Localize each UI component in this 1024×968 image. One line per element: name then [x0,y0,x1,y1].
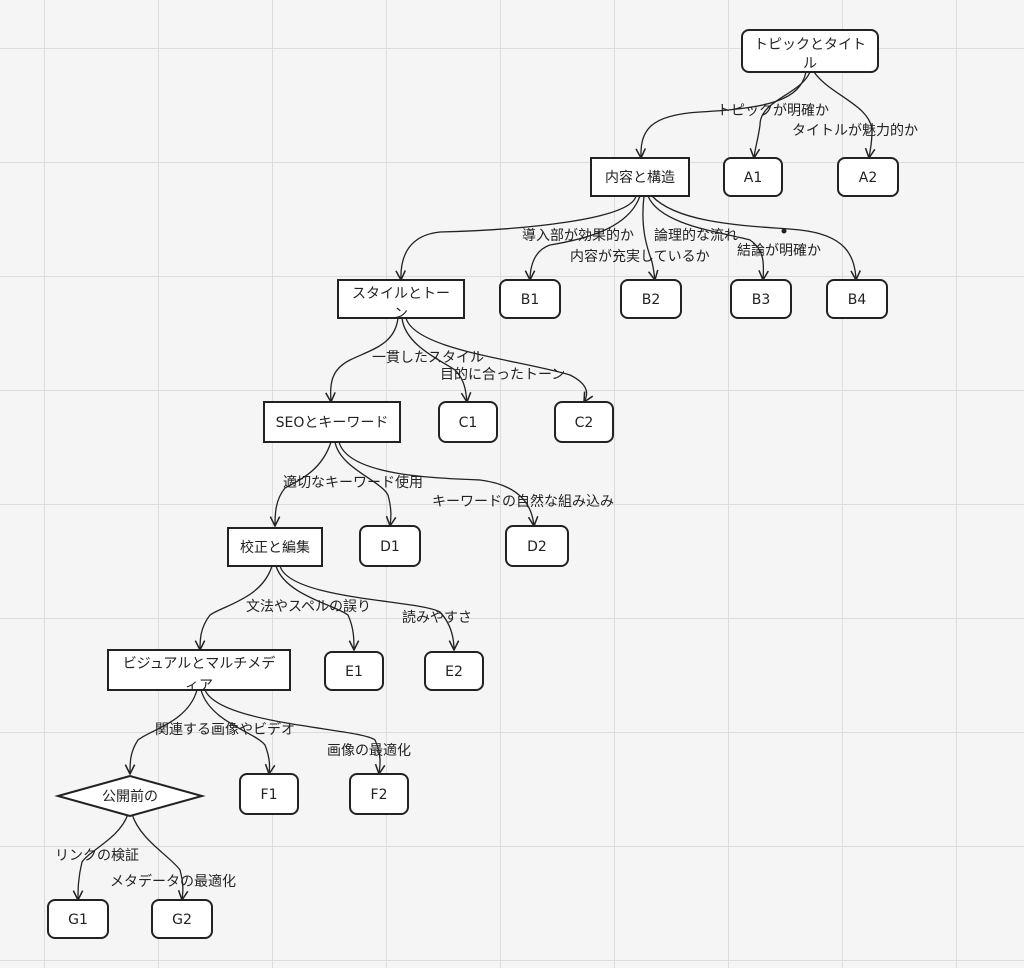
edge-label-proof-e2: 読みやすさ [402,609,472,626]
edge-visual-f1[interactable] [200,689,270,774]
node-b4-label: B4 [848,292,867,308]
node-proof-label: 校正と編集 [240,539,310,556]
edge-visual-f2[interactable] [204,689,380,774]
node-g2-label: G2 [172,912,192,928]
node-b1-label: B1 [521,292,540,308]
edge-label-visual-f2: 画像の最適化 [327,742,411,759]
edge-content-b4[interactable] [651,195,856,280]
node-style-label-line1: スタイルとトー [352,286,450,302]
edge-label-style-seo: 一貫したスタイル [372,350,484,366]
edge-label-prepub-g1: リンクの検証 [55,848,139,864]
node-b4[interactable]: B4 [826,279,888,319]
node-f2-label: F2 [371,787,388,803]
node-d2[interactable]: D2 [505,525,569,567]
edge-seo-d1[interactable] [334,441,391,526]
node-c1-label: C1 [459,415,478,431]
node-a2[interactable]: A2 [837,157,899,197]
node-g2[interactable]: G2 [151,899,213,939]
node-title-label-line1: トピックとタイト [754,37,866,53]
edge-proof-e2[interactable] [279,565,454,650]
node-g1-label: G1 [68,912,88,928]
edge-label-content-b4: 結論が明確か [737,243,821,259]
node-style-label-line2: ン [394,306,408,322]
edge-proof-e1[interactable] [275,565,354,650]
edge-visual-prepub[interactable] [130,689,198,774]
node-content[interactable]: 内容と構造 [590,157,690,197]
edge-title-a2[interactable] [813,71,872,158]
edge-title-a1[interactable] [754,71,811,158]
node-f1-label: F1 [261,787,278,803]
node-b3-label: B3 [752,292,771,308]
node-seo-label: SEOとキーワード [276,415,389,431]
edge-label-content-style: 導入部が効果的か [522,228,634,244]
node-seo[interactable]: SEOとキーワード [263,401,401,443]
edge-label-seo-d2: キーワードの自然な組み込み [432,493,614,510]
node-e2-label: E2 [445,664,463,680]
node-content-label: 内容と構造 [605,169,675,186]
edge-label-proof-visual: 文法やスペルの誤り [246,599,371,615]
node-visual-label-line1: ビジュアルとマルチメデ [123,655,276,672]
node-visual-label-line2: ィア [185,678,213,694]
edge-style-seo[interactable] [331,317,399,402]
edge-seo-proof[interactable] [275,441,332,526]
node-visual[interactable]: ビジュアルとマルチメデ ィア [107,649,291,694]
edge-label-seo-proof: 適切なキーワード使用 [283,474,423,491]
edge-labels: トピックが明確か タイトルが魅力的か 導入部が効果的か 論理的な流れ 内容が充実… [55,103,918,890]
node-d1[interactable]: D1 [359,525,421,567]
edge-content-style[interactable] [401,195,637,280]
node-f2[interactable]: F2 [349,773,409,815]
node-a2-label: A2 [859,170,877,186]
node-e1[interactable]: E1 [324,651,384,691]
edge-content-b1[interactable] [530,195,641,280]
edge-style-c2[interactable] [405,317,587,402]
edge-content-b3[interactable] [647,195,764,280]
nodes: トピックとタイト ル 内容と構造 A1 A2 スタイルとトー ン B1 B2 [47,29,899,939]
node-g1[interactable]: G1 [47,899,109,939]
edge-label-content-b2: 論理的な流れ [654,228,738,244]
node-b2-label: B2 [642,292,661,308]
node-style[interactable]: スタイルとトー ン [337,279,465,322]
node-a1[interactable]: A1 [723,157,783,197]
node-prepub[interactable]: 公開前の [54,774,206,818]
node-title[interactable]: トピックとタイト ル [741,29,879,73]
edge-content-b2[interactable] [642,195,655,280]
node-title-label-line2: ル [803,56,817,72]
node-d2-label: D2 [527,539,547,555]
node-a1-label: A1 [744,170,762,186]
edge-style-c1[interactable] [401,317,467,402]
edge-title-content[interactable] [641,71,807,158]
node-prepub-label: 公開前の [102,788,158,805]
edge-label-content-b1: 内容が充実しているか [570,248,710,265]
node-b1[interactable]: B1 [499,279,561,319]
edge-prepub-g2[interactable] [131,813,183,900]
edge-seo-d2[interactable] [338,441,534,526]
node-f1[interactable]: F1 [239,773,299,815]
edge-control-point [781,228,787,234]
node-e1-label: E1 [345,664,363,680]
node-c2-label: C2 [575,415,594,431]
edge-label-visual-prepub: 関連する画像やビデオ [155,721,295,738]
edge-prepub-g1[interactable] [78,813,129,900]
node-proof[interactable]: 校正と編集 [227,527,323,567]
edge-label-prepub-g2: メタデータの最適化 [110,873,236,890]
edge-label-title-content: トピックが明確か [717,103,829,119]
edges [78,71,872,900]
node-b3[interactable]: B3 [730,279,792,319]
node-c2[interactable]: C2 [554,401,614,443]
node-e2[interactable]: E2 [424,651,484,691]
node-b2[interactable]: B2 [620,279,682,319]
edge-proof-visual[interactable] [200,565,273,650]
node-c1[interactable]: C1 [438,401,498,443]
node-d1-label: D1 [380,539,400,555]
edge-label-style-c2: 目的に合ったトーン [440,367,565,383]
edge-label-title-a2: タイトルが魅力的か [792,123,918,139]
